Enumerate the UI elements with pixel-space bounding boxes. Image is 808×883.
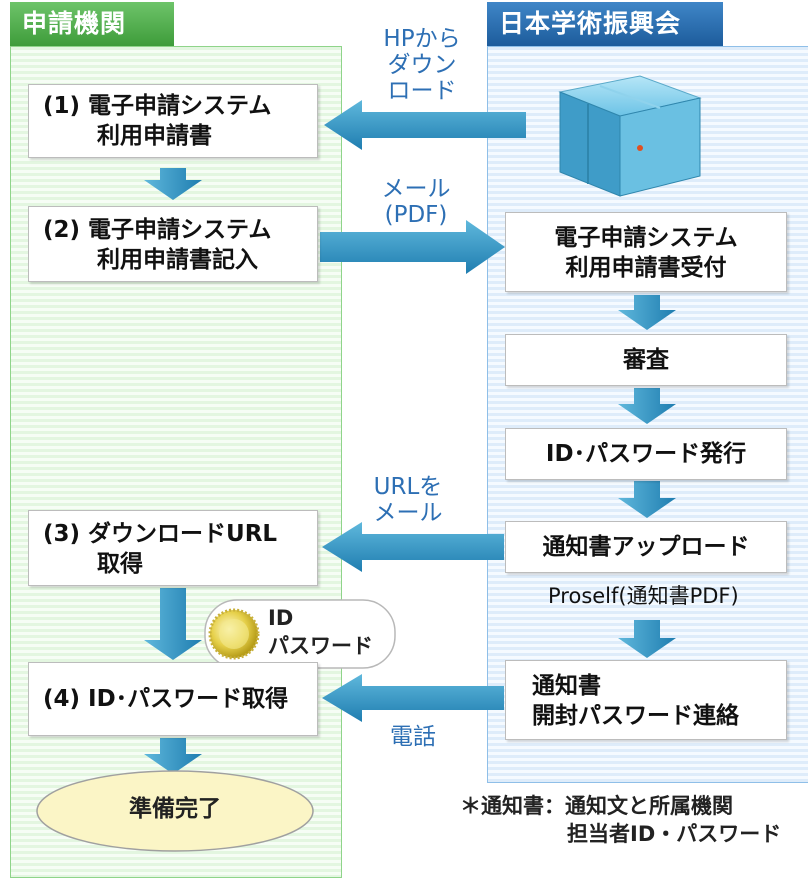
receive-line2: 利用申請書受付 — [565, 255, 727, 281]
arrow-mail-pdf — [320, 220, 505, 274]
step-3-box: (3) ダウンロードURL 取得 — [28, 510, 318, 586]
receive-box: 電子申請システム 利用申請書受付 — [505, 212, 787, 292]
step-2-line1: (2) 電子申請システム — [43, 217, 272, 243]
arrow-receive-review — [618, 295, 676, 330]
review-label: 審査 — [623, 347, 669, 373]
step-1-box: (1) 電子申請システム 利用申請書 — [28, 84, 318, 158]
step-4-box: (4) ID･パスワード取得 — [28, 662, 318, 736]
notify-line1: 通知書 — [532, 673, 601, 699]
hp-download-label: HPから ダウン ロード — [362, 26, 482, 104]
arrow-s4-done — [144, 738, 202, 774]
arrow-url-mail — [322, 522, 504, 572]
badge-line1: ID — [268, 606, 294, 630]
footnote-line2: 担当者ID・パスワード — [567, 822, 782, 846]
url-mail-label: URLを メール — [348, 474, 468, 526]
hp-line3: ロード — [387, 78, 457, 104]
badge-line2: パスワード — [268, 634, 373, 658]
mail-line1: メール — [381, 176, 451, 202]
step-3-line2: 取得 — [97, 551, 143, 577]
step-2-box: (2) 電子申請システム 利用申請書記入 — [28, 206, 318, 282]
url-line2: メール — [373, 500, 443, 526]
notify-box: 通知書 開封パスワード連絡 — [505, 660, 787, 740]
server-icon — [558, 75, 702, 197]
done-ellipse — [36, 770, 314, 852]
footnote: ＊通知書：通知文と所属機関 担当者ID・パスワード — [460, 792, 805, 848]
hp-line1: HPから — [383, 26, 461, 52]
review-box: 審査 — [505, 334, 787, 386]
step-1-line2: 利用申請書 — [97, 123, 212, 149]
step-1-line1: (1) 電子申請システム — [43, 93, 272, 119]
mail-pdf-label: メール (PDF) — [356, 176, 476, 228]
arrow-hp-download — [324, 100, 526, 150]
notify-line2: 開封パスワード連絡 — [532, 703, 739, 729]
mail-line2: (PDF) — [384, 202, 448, 228]
url-line1: URLを — [373, 474, 443, 500]
upload-label: 通知書アップロード — [542, 534, 750, 560]
phone-label: 電話 — [390, 724, 436, 750]
step-2-line2: 利用申請書記入 — [97, 247, 258, 273]
issue-label: ID･パスワード発行 — [545, 441, 747, 467]
proself-label: Proself(通知書PDF) — [548, 584, 739, 608]
badge-text: ID パスワード — [268, 604, 373, 660]
done-label: 準備完了 — [129, 796, 221, 822]
upload-box: 通知書アップロード — [505, 521, 787, 573]
hp-line2: ダウン — [387, 52, 457, 78]
step-3-line1: (3) ダウンロードURL — [43, 521, 278, 547]
arrow-issue-upload — [618, 481, 676, 518]
receive-line1: 電子申請システム — [554, 225, 738, 251]
arrow-s3-s4 — [144, 588, 202, 660]
arrow-upload-notify — [618, 620, 676, 658]
step-4-label: (4) ID･パスワード取得 — [43, 686, 289, 712]
footnote-line1: ＊通知書：通知文と所属機関 — [460, 794, 733, 818]
applicant-lane-title: 申請機関 — [10, 2, 174, 46]
issue-box: ID･パスワード発行 — [505, 428, 787, 480]
arrow-phone — [322, 674, 504, 722]
jsps-lane-title: 日本学術振興会 — [487, 2, 723, 46]
arrow-review-issue — [618, 388, 676, 424]
arrow-s1-s2 — [144, 168, 202, 200]
